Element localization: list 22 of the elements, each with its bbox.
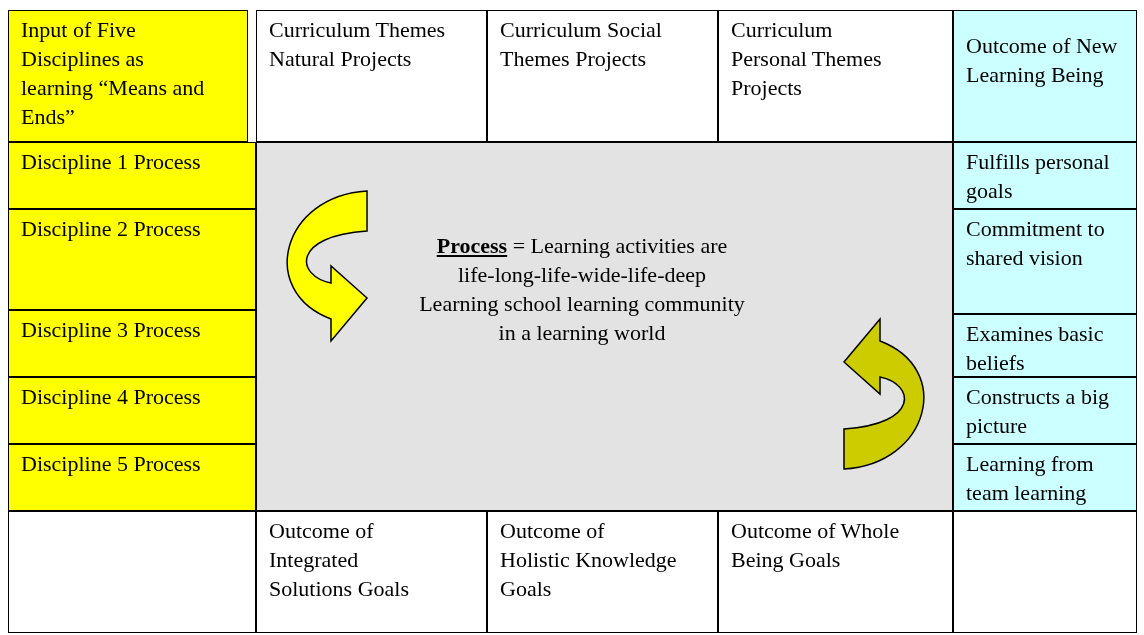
table-cell: Discipline 3 Process <box>8 310 256 377</box>
process-panel <box>256 142 953 511</box>
table-cell: Constructs a big picture <box>953 377 1137 444</box>
table-cell <box>8 511 256 633</box>
table-cell: Discipline 2 Process <box>8 209 256 310</box>
table-cell: Curriculum Social Themes Projects <box>487 10 718 142</box>
table-cell: Outcome of New Learning Being <box>953 10 1137 142</box>
table-cell: Discipline 4 Process <box>8 377 256 444</box>
table-cell: Input of Five Disciplines as learning “Means and Ends” <box>8 10 248 142</box>
table-cell <box>953 511 1137 633</box>
table-cell: Learning from team learning <box>953 444 1137 511</box>
table-cell: Curriculum Personal Themes Projects <box>718 10 953 142</box>
table-cell: Curriculum Themes Natural Projects <box>256 10 487 142</box>
table-cell: Fulfills personal goals <box>953 142 1137 209</box>
table-cell: Outcome of Integrated Solutions Goals <box>256 511 487 633</box>
table-cell: Examines basic beliefs <box>953 314 1137 377</box>
table-cell: Outcome of Holistic Knowledge Goals <box>487 511 718 633</box>
table-cell: Commitment to shared vision <box>953 209 1137 314</box>
table-cell: Discipline 5 Process <box>8 444 256 511</box>
table-cell: Outcome of Whole Being Goals <box>718 511 953 633</box>
table-cell: Discipline 1 Process <box>8 142 256 209</box>
process-text: Process = Learning activities are life-long-life-wide-life-deep Learning school learning community in a learning world <box>418 232 746 347</box>
